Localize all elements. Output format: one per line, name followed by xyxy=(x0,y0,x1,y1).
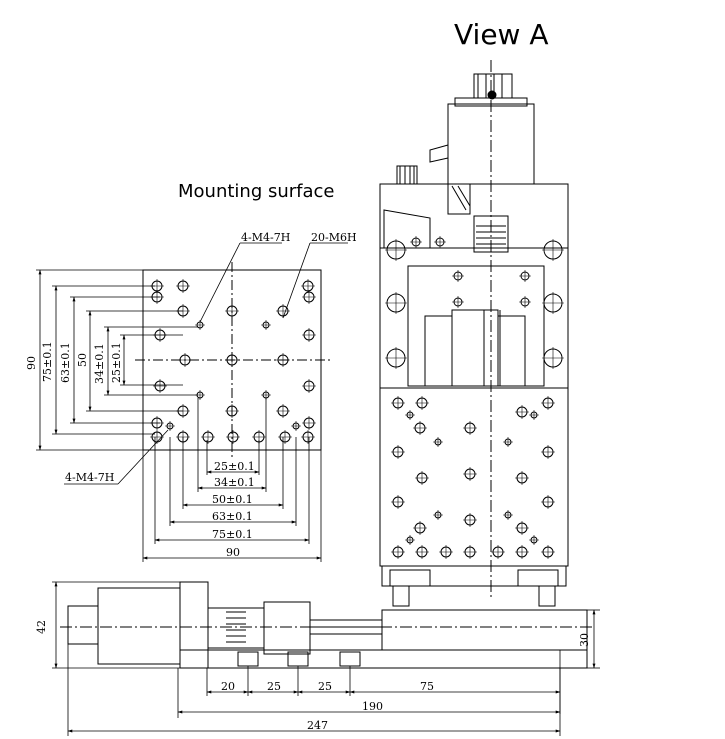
view-platform-hole-crosshair xyxy=(541,445,555,459)
side-dim-lines xyxy=(52,581,600,736)
view-platform-hole-crosshair xyxy=(515,405,529,419)
mount-hole-crosshair xyxy=(302,416,316,430)
dim-top-50: 50±0.1 xyxy=(212,493,253,506)
dim-side-25b: 25 xyxy=(318,680,332,693)
view-platform-hole-crosshair xyxy=(515,471,529,485)
bottom-extension-lines xyxy=(142,398,322,562)
view-platform-hole-crosshair xyxy=(439,545,453,559)
view-small-hole-crosshair xyxy=(452,270,464,282)
dim-side-190: 190 xyxy=(362,700,383,713)
view-platform-hole-crosshair xyxy=(515,521,529,535)
m4-hole-crosshair xyxy=(165,421,175,431)
mount-hole-crosshair xyxy=(153,379,167,393)
mount-hole-crosshair xyxy=(278,430,292,444)
mount-hole-crosshair xyxy=(276,304,290,318)
dim-left-25: 25±0.1 xyxy=(110,342,123,383)
view-m4-hole-crosshair xyxy=(529,410,539,420)
mount-hole-crosshair xyxy=(225,304,239,318)
view-platform-hole-crosshair xyxy=(541,545,555,559)
mount-hole-crosshair xyxy=(178,353,192,367)
view-platform-hole-crosshair xyxy=(391,495,405,509)
dim-left-63: 63±0.1 xyxy=(59,342,72,383)
view-platform-hole-crosshair xyxy=(463,421,477,435)
view-bolt-crosshair xyxy=(385,239,407,261)
callout-m4-bottom: 4-M4-7H xyxy=(65,471,114,484)
side-view xyxy=(60,581,595,669)
dim-top-63: 63±0.1 xyxy=(212,510,253,523)
callout-m4-top: 4-M4-7H xyxy=(241,231,290,244)
view-platform-hole-crosshair xyxy=(391,445,405,459)
view-platform-hole-crosshair xyxy=(463,513,477,527)
m4-hole-crosshair xyxy=(261,320,271,330)
mount-hole-crosshair xyxy=(226,430,240,444)
mount-hole-crosshair xyxy=(225,353,239,367)
dim-side-75: 75 xyxy=(420,680,434,693)
view-platform-hole-crosshair xyxy=(463,467,477,481)
mounting-title: Mounting surface xyxy=(178,181,335,202)
left-extension-lines xyxy=(36,269,198,451)
mount-hole-crosshair xyxy=(276,404,290,418)
dim-side-20: 20 xyxy=(221,680,235,693)
view-small-hole-crosshair xyxy=(519,296,531,308)
view-small-hole-crosshair xyxy=(519,270,531,282)
view-platform-hole-crosshair xyxy=(515,545,529,559)
view-platform-hole-crosshair xyxy=(415,396,429,410)
view-platform-hole-crosshair xyxy=(541,396,555,410)
dim-left-34: 34±0.1 xyxy=(93,343,106,384)
view-bolt-crosshair xyxy=(542,239,564,261)
view-m4-hole-crosshair xyxy=(503,437,513,447)
dim-side-25a: 25 xyxy=(267,680,281,693)
dim-top-25: 25±0.1 xyxy=(214,460,255,473)
view-m4-hole-crosshair xyxy=(433,510,443,520)
mounting-surface xyxy=(135,262,330,458)
callout-leaders xyxy=(64,242,348,485)
view-bolt-crosshair xyxy=(385,347,407,369)
mount-hole-crosshair xyxy=(302,290,316,304)
dim-side-42: 42 xyxy=(35,620,48,634)
dim-side-247: 247 xyxy=(307,719,328,732)
callout-m6: 20-M6H xyxy=(311,231,357,244)
dim-left-75: 75±0.1 xyxy=(41,341,54,382)
dim-left-90: 90 xyxy=(25,356,38,370)
view-bolt-crosshair xyxy=(542,347,564,369)
view-m4-hole-crosshair xyxy=(503,510,513,520)
mount-hole-crosshair xyxy=(301,279,315,293)
mount-hole-crosshair xyxy=(276,353,290,367)
view-platform-hole-crosshair xyxy=(413,421,427,435)
view-m4-hole-crosshair xyxy=(405,410,415,420)
mount-hole-crosshair xyxy=(225,404,239,418)
mount-hole-crosshair xyxy=(301,430,315,444)
dim-top-75: 75±0.1 xyxy=(212,528,253,541)
view-platform-hole-crosshair xyxy=(391,396,405,410)
view-platform-hole-crosshair xyxy=(415,545,429,559)
view-platform-hole-crosshair xyxy=(541,495,555,509)
view-a-stage xyxy=(379,60,569,607)
view-title: View A xyxy=(454,18,549,51)
mount-hole-crosshair xyxy=(302,328,316,342)
view-platform-hole-crosshair xyxy=(413,521,427,535)
view-small-hole-crosshair xyxy=(452,296,464,308)
dim-top-90: 90 xyxy=(226,546,240,559)
m4-hole-crosshair xyxy=(291,421,301,431)
view-bolt-crosshair xyxy=(385,292,407,314)
view-m4-hole-crosshair xyxy=(405,535,415,545)
view-small-hole-crosshair xyxy=(434,236,446,248)
mount-hole-crosshair xyxy=(302,379,316,393)
view-small-hole-crosshair xyxy=(410,236,422,248)
view-platform-hole-crosshair xyxy=(463,545,477,559)
dim-top-34: 34±0.1 xyxy=(214,476,255,489)
dim-side-30: 30 xyxy=(578,633,591,647)
view-m4-hole-crosshair xyxy=(529,535,539,545)
view-platform-hole-crosshair xyxy=(491,545,505,559)
dim-left-50: 50 xyxy=(76,353,89,367)
view-platform-hole-crosshair xyxy=(415,471,429,485)
mount-hole-crosshair xyxy=(176,279,190,293)
view-platform-hole-crosshair xyxy=(391,545,405,559)
mount-hole-crosshair xyxy=(201,430,215,444)
view-m4-hole-crosshair xyxy=(433,437,443,447)
view-bolt-crosshair xyxy=(542,292,564,314)
